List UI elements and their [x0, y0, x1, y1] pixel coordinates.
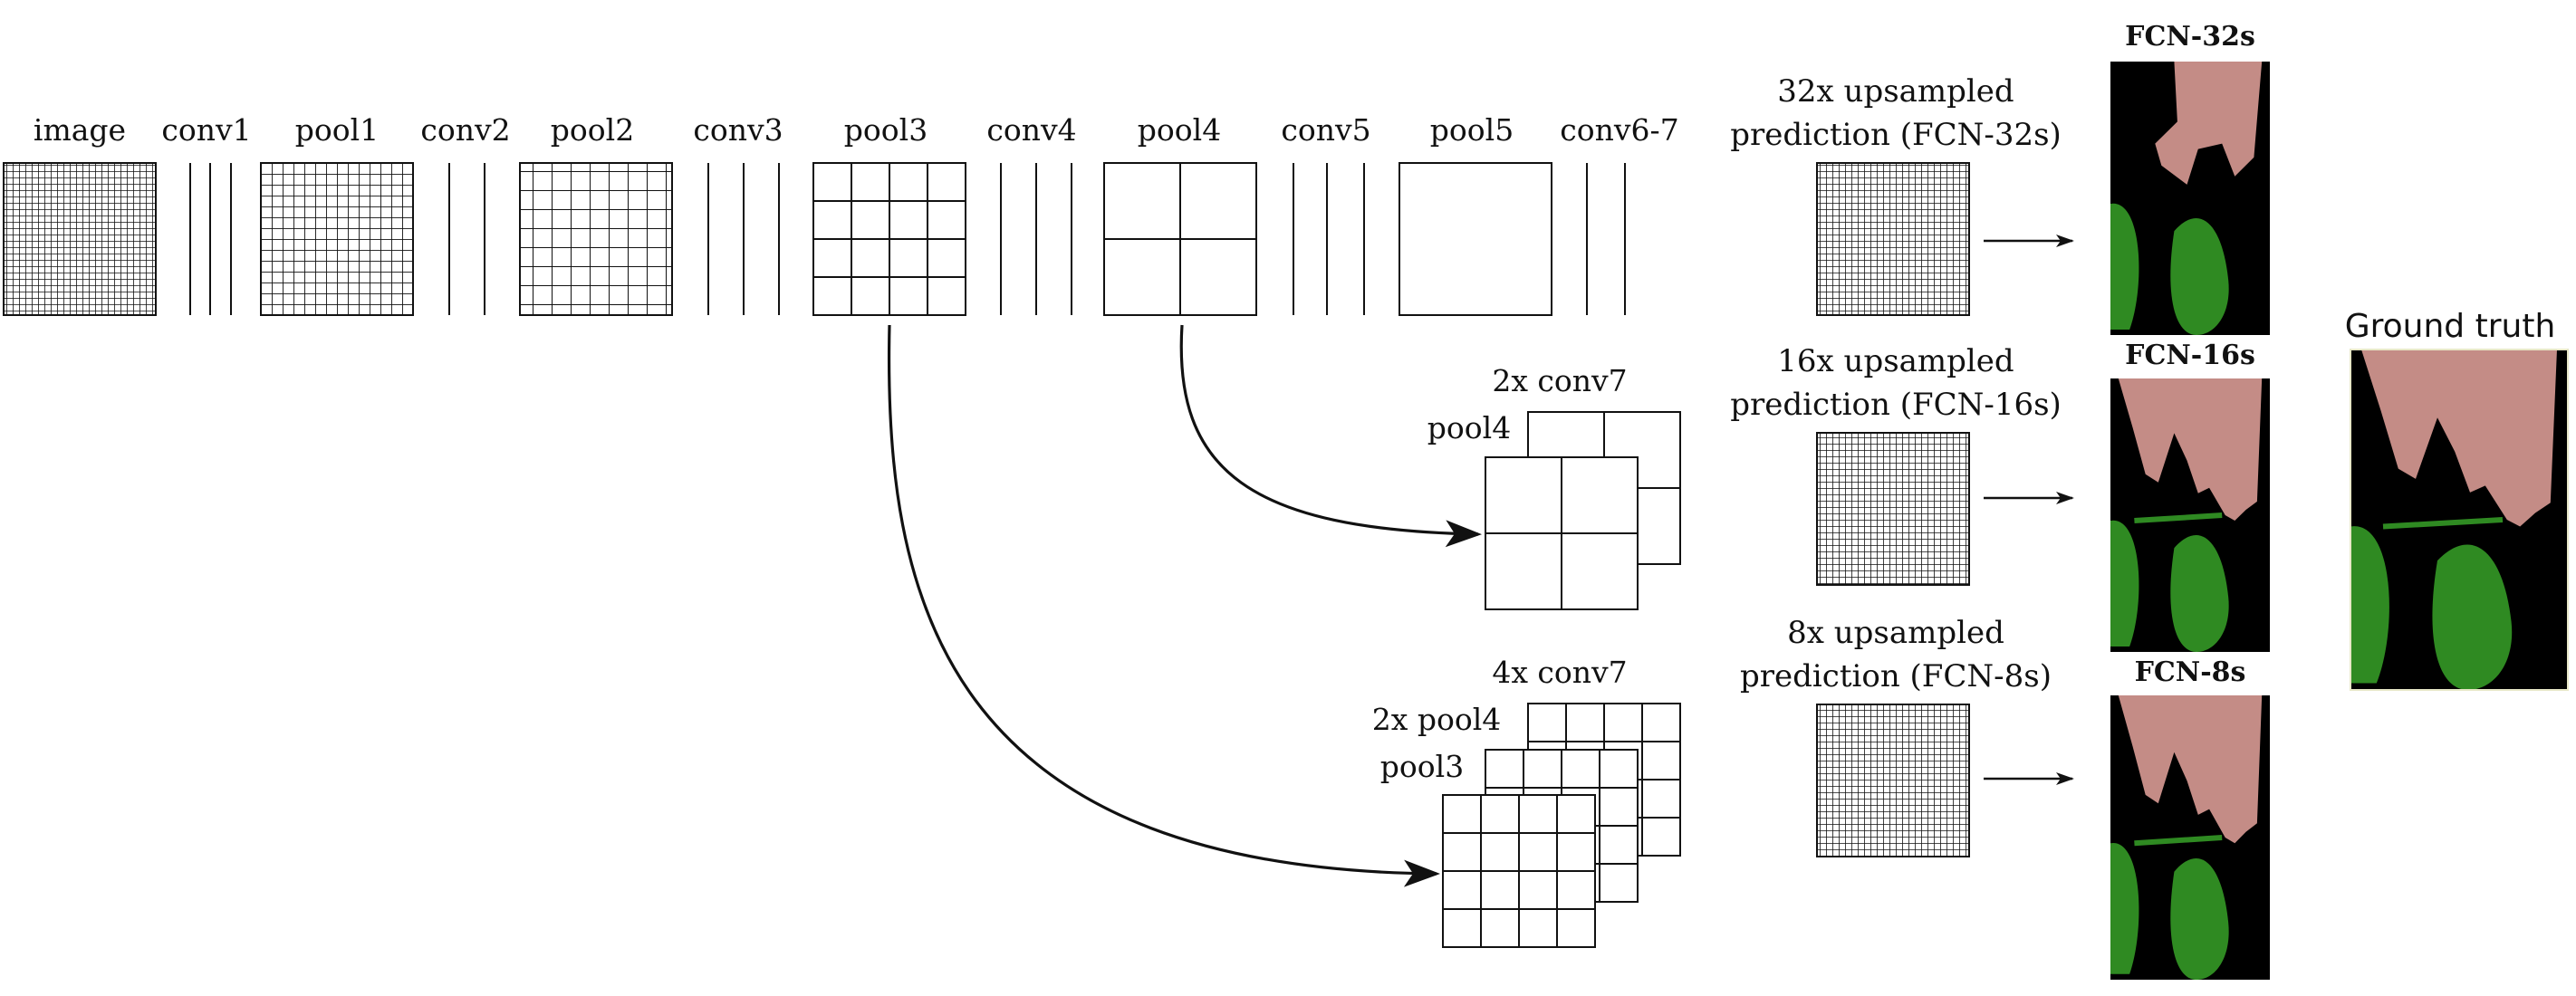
prediction-32s-line1: 32x upsampled	[1777, 73, 2014, 110]
panel-ground-truth-void-outline	[2350, 349, 2569, 691]
label-pool4-16s: pool4	[1427, 410, 1511, 445]
upsampled-16s-grid-fill	[1816, 432, 1970, 586]
panel-fcn-16s-person-region	[2118, 378, 2263, 521]
prediction-8s-line2: prediction (FCN-8s)	[1740, 658, 2052, 694]
panel-fcn-16s-bicycle-region-left	[2110, 520, 2139, 646]
pool5-grid	[1399, 162, 1552, 316]
panel-fcn-8s-bicycle-region-center	[2170, 857, 2229, 980]
panel-title-ground-truth: Ground truth	[2345, 308, 2556, 345]
label-pool3-8s: pool3	[1380, 749, 1464, 784]
panel-fcn-8s-bicycle-frame	[2134, 835, 2223, 847]
fusion8-front-pool3	[1442, 794, 1596, 948]
prediction-8s-line1: 8x upsampled	[1787, 615, 2004, 651]
image-grid-fill	[3, 162, 157, 316]
fusion16-front-pool4	[1485, 456, 1639, 610]
panel-fcn-32s-bicycle-region-center	[2170, 218, 2229, 335]
pool2-grid-fill	[519, 162, 673, 316]
panel-ground-truth-bicycle-frame	[2382, 517, 2504, 530]
pool4-grid	[1103, 162, 1257, 316]
pool2-grid	[519, 162, 673, 316]
panel-fcn-32s-person-region	[2155, 62, 2263, 185]
upsampled-16s-grid	[1816, 432, 1970, 586]
label-pool1: pool1	[295, 112, 379, 148]
panel-fcn-16s	[2110, 378, 2270, 652]
conv3-bars	[707, 163, 780, 315]
upsampled-8s-grid-fill	[1816, 704, 1970, 857]
label-conv5: conv5	[1281, 112, 1370, 148]
prediction-16s-line2: prediction (FCN-16s)	[1730, 387, 2062, 423]
conv2-bars	[448, 163, 485, 315]
conv6-7-bars	[1586, 163, 1626, 315]
label-pool5: pool5	[1430, 112, 1514, 148]
label-2x-pool4-8s: 2x pool4	[1372, 702, 1502, 737]
panel-fcn-32s-bicycle-region-left	[2110, 203, 2139, 330]
prediction-16s-line1: 16x upsampled	[1777, 343, 2014, 379]
label-image: image	[34, 112, 126, 148]
label-conv1: conv1	[161, 112, 251, 148]
pool5-grid-frame	[1399, 162, 1552, 316]
pool1-grid	[260, 162, 414, 316]
upsampled-32s-grid-fill	[1816, 162, 1970, 316]
label-2x-conv7-16s: 2x conv7	[1492, 363, 1627, 398]
panel-title-fcn-8s: FCN-8s	[2135, 656, 2246, 688]
conv1-bars	[189, 163, 232, 315]
label-conv3: conv3	[693, 112, 783, 148]
pool1-grid-fill	[260, 162, 414, 316]
panel-ground-truth-bicycle-region-left	[2350, 526, 2389, 684]
upsampled-8s-grid	[1816, 704, 1970, 857]
prediction-32s-line2: prediction (FCN-32s)	[1730, 117, 2062, 153]
label-conv6-7: conv6-7	[1560, 112, 1678, 148]
panel-fcn-16s-bicycle-region-center	[2170, 535, 2229, 652]
label-pool2: pool2	[551, 112, 634, 148]
panel-title-fcn-32s: FCN-32s	[2125, 21, 2255, 53]
label-conv2: conv2	[420, 112, 510, 148]
label-pool4: pool4	[1138, 112, 1221, 148]
panel-ground-truth-person-region	[2361, 350, 2557, 527]
panel-fcn-8s-person-region	[2118, 695, 2263, 844]
conv4-bars	[1000, 163, 1072, 315]
panel-ground-truth	[2350, 349, 2569, 691]
label-4x-conv7-8s: 4x conv7	[1492, 655, 1627, 690]
label-conv4: conv4	[986, 112, 1076, 148]
upsampled-32s-grid	[1816, 162, 1970, 316]
label-pool3: pool3	[844, 112, 928, 148]
panel-fcn-32s	[2110, 62, 2270, 335]
panel-ground-truth-bicycle-region-center	[2432, 544, 2513, 690]
conv5-bars	[1293, 163, 1365, 315]
image-grid	[3, 162, 157, 316]
skip-arrow-pool3	[887, 324, 1440, 887]
panel-fcn-8s-bicycle-region-left	[2110, 843, 2139, 974]
panel-fcn-16s-bicycle-frame	[2134, 512, 2223, 524]
pool3-grid	[812, 162, 966, 316]
panel-title-fcn-16s: FCN-16s	[2125, 340, 2255, 371]
skip-arrow-pool4	[1179, 324, 1482, 548]
panel-fcn-8s	[2110, 695, 2270, 980]
